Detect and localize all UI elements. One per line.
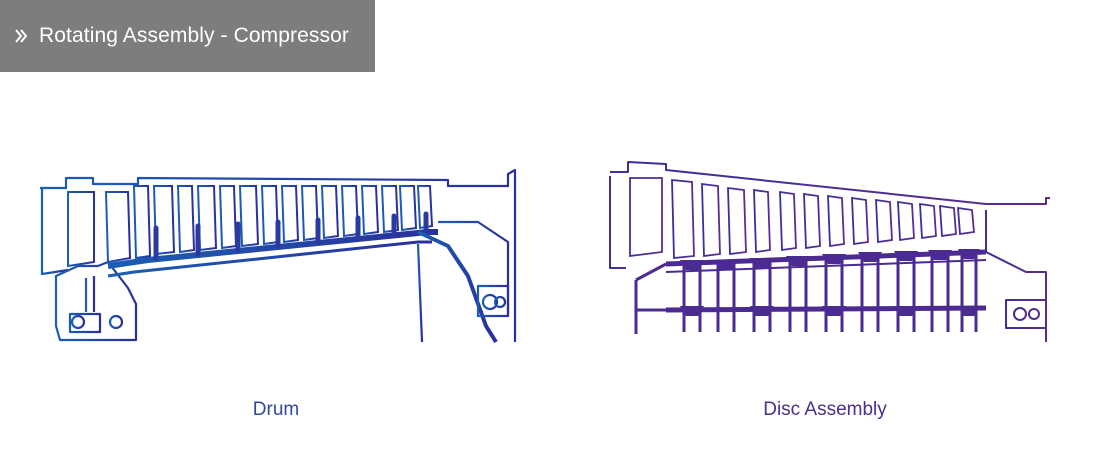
double-chevron-right-icon	[15, 29, 29, 43]
page-title: Rotating Assembly - Compressor	[39, 24, 349, 47]
disc-assembly-caption: Disc Assembly	[763, 399, 887, 420]
disc-assembly-diagram	[606, 160, 1050, 342]
drum-caption: Drum	[252, 399, 300, 420]
drum-diagram	[38, 166, 518, 344]
title-banner: Rotating Assembly - Compressor	[0, 0, 375, 72]
